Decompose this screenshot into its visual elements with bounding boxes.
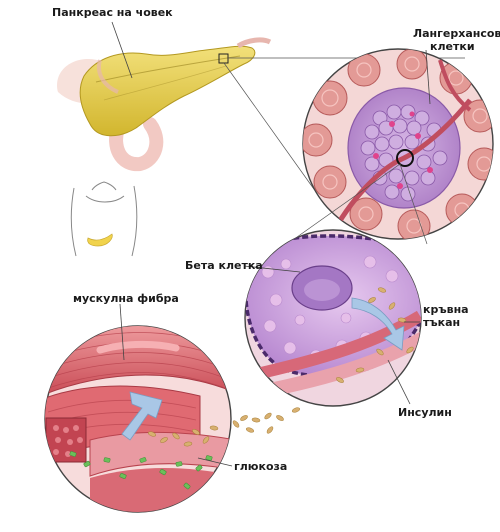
label-islets-line1: Лангерхансови xyxy=(413,27,500,40)
glucose-pointer-line xyxy=(197,457,233,467)
beta-cell-pointer-line xyxy=(243,265,301,273)
islets-pointer-line xyxy=(425,49,431,105)
label-pancreas: Панкреас на човек xyxy=(52,6,173,19)
muscle-fiber-zoom-circle xyxy=(44,325,232,513)
label-islets-line2: клетки xyxy=(430,40,475,53)
label-glucose: глюкоза xyxy=(234,460,287,473)
label-beta-cell: Бета клетка xyxy=(185,259,263,272)
label-muscle-fiber: мускулна фибра xyxy=(73,292,179,305)
zoom-connector-2 xyxy=(223,62,317,193)
beta-cell-zoom-circle xyxy=(244,229,422,407)
insulin-release-arrow xyxy=(351,297,405,351)
glucose-molecules xyxy=(69,451,213,490)
islet-zoom-circle xyxy=(302,48,494,240)
insulin-granules-trail xyxy=(221,407,301,434)
islet-location-marker xyxy=(218,53,229,64)
muscle-pointer-line xyxy=(119,303,125,361)
glucose-uptake-arrow xyxy=(121,391,163,441)
pancreas-illustration xyxy=(57,37,272,172)
insulin-pointer-line xyxy=(387,359,411,405)
label-insulin: Инсулин xyxy=(398,406,452,419)
zoom-connector-4 xyxy=(399,163,428,245)
human-body-thumbnail xyxy=(70,181,138,257)
label-blood-line2: тъкан xyxy=(423,316,460,329)
zoom-connector-5 xyxy=(289,163,401,243)
pancreas-pointer-line xyxy=(111,21,133,79)
label-blood-line1: кръвна xyxy=(423,303,469,316)
insulin-granules-muscle xyxy=(147,425,219,447)
